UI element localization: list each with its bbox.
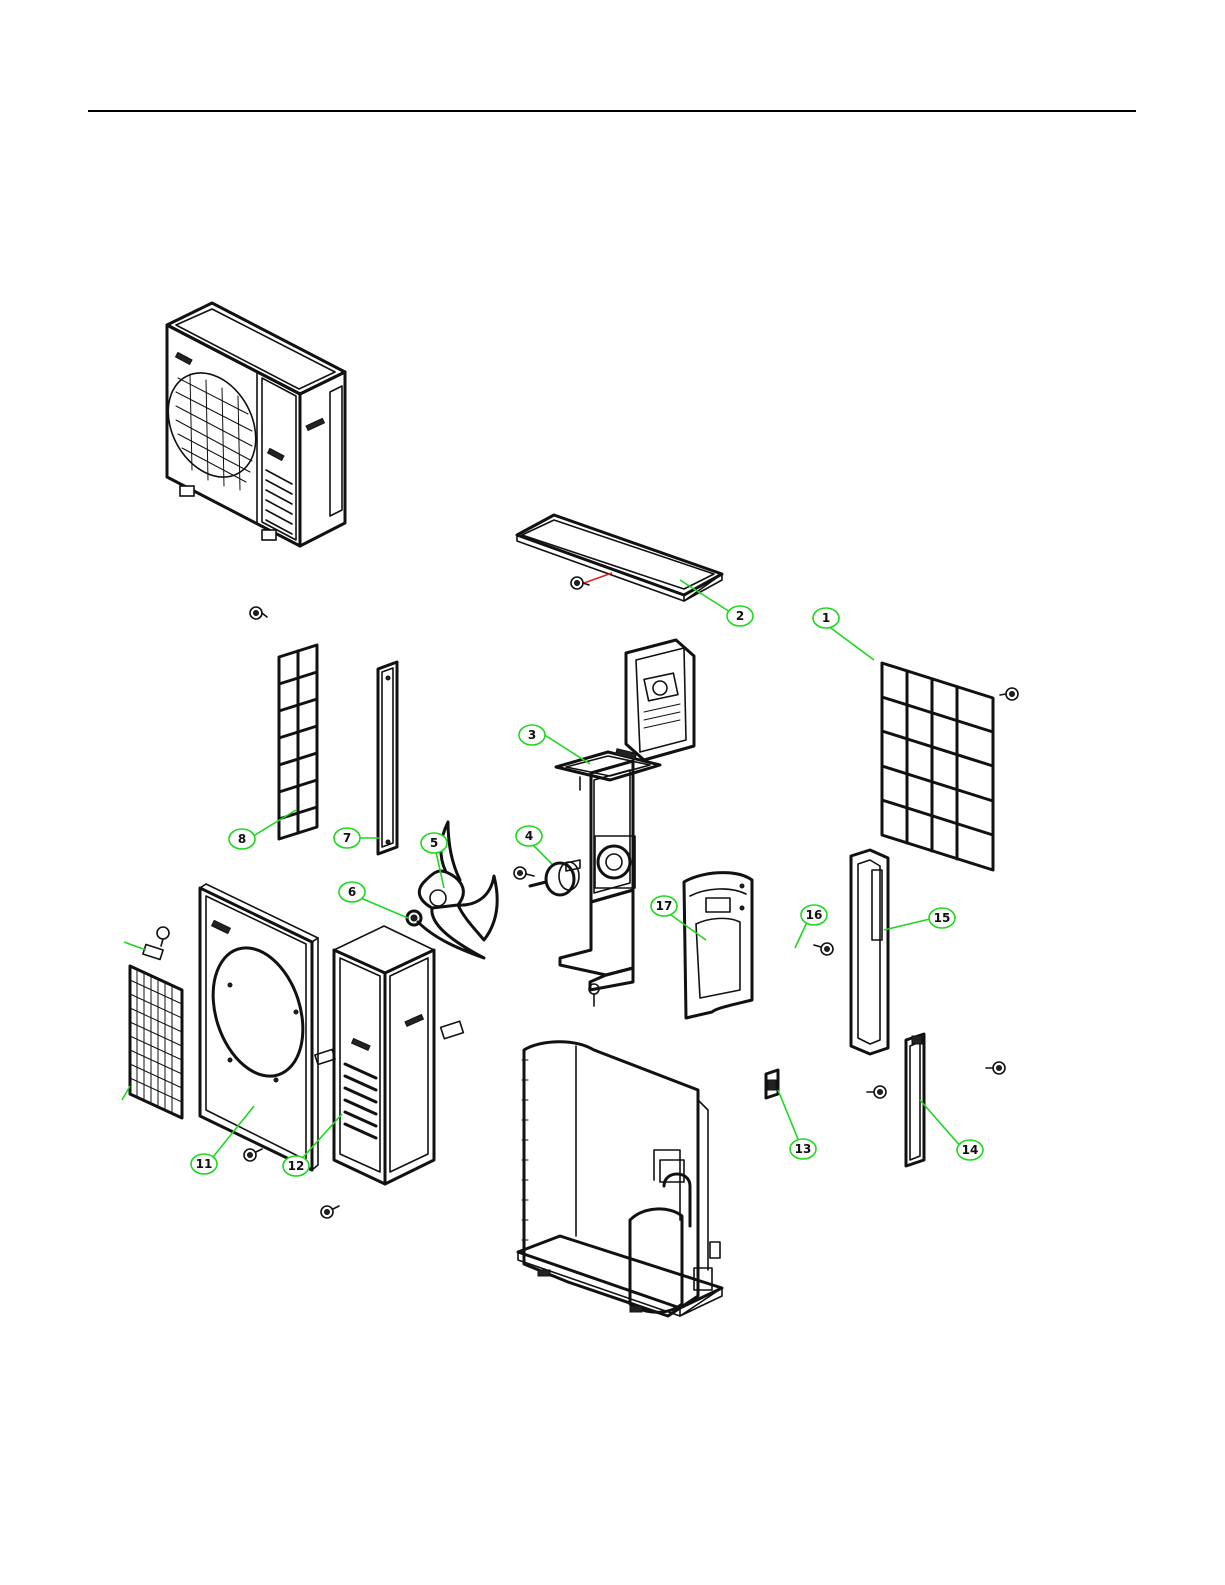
screw-icon (867, 1086, 886, 1098)
electric-box-cover-part (684, 873, 752, 1018)
front-panel-part (198, 884, 319, 1170)
callout-2: 2 (727, 606, 753, 626)
callout-17: 17 (651, 896, 677, 916)
callout-5: 5 (421, 833, 447, 853)
clip-part (441, 1021, 464, 1039)
callout-16: 16 (801, 905, 827, 925)
callout-6: 6 (339, 882, 365, 902)
screw-icon (244, 1149, 262, 1161)
svg-text:1: 1 (822, 611, 830, 625)
svg-text:5: 5 (430, 836, 438, 850)
svg-text:13: 13 (795, 1142, 812, 1156)
callout-13: 13 (790, 1139, 816, 1159)
screw-icon (514, 867, 534, 879)
callout-leaders (209, 580, 962, 1164)
screw-icon (1000, 688, 1018, 700)
side-panel-part (334, 926, 434, 1184)
screw-icon (571, 577, 589, 589)
svg-text:7: 7 (343, 831, 351, 845)
motor-support-part (378, 662, 397, 854)
side-grille-part (279, 645, 317, 839)
motor-bracket-part (560, 761, 635, 990)
callout-12: 12 (283, 1156, 309, 1176)
svg-text:6: 6 (348, 885, 356, 899)
red-leader-line (584, 573, 612, 583)
control-board-part (626, 640, 694, 760)
svg-text:16: 16 (806, 908, 823, 922)
svg-text:8: 8 (238, 832, 246, 846)
small-plate-part (766, 1070, 778, 1098)
callout-4: 4 (516, 826, 542, 846)
valve-support-part (851, 850, 888, 1054)
valve-cover-part (906, 1034, 924, 1166)
screw-icon (986, 1062, 1005, 1074)
screw-icon (814, 943, 833, 955)
front-grille-part (130, 966, 182, 1118)
screw-icon (250, 607, 267, 619)
condenser-assembly-part (518, 1042, 722, 1316)
clip-part (143, 944, 163, 959)
svg-text:15: 15 (934, 911, 951, 925)
callout-15: 15 (929, 908, 955, 928)
svg-text:2: 2 (736, 609, 744, 623)
callout-14: 14 (957, 1140, 983, 1160)
svg-text:12: 12 (288, 1159, 305, 1173)
callout-1: 1 (813, 608, 839, 628)
svg-text:3: 3 (528, 728, 536, 742)
svg-text:14: 14 (962, 1143, 979, 1157)
fan-motor-part (530, 860, 580, 895)
callout-7: 7 (334, 828, 360, 848)
svg-text:17: 17 (656, 899, 673, 913)
screw-icon (157, 927, 169, 946)
callout-8: 8 (229, 829, 255, 849)
screw-icon (321, 1206, 339, 1218)
svg-text:4: 4 (525, 829, 533, 843)
callout-3: 3 (519, 725, 545, 745)
callout-11: 11 (191, 1154, 217, 1174)
assembled-unit-illustration (151, 303, 345, 546)
svg-text:11: 11 (196, 1157, 213, 1171)
rear-grille-part (882, 663, 993, 870)
